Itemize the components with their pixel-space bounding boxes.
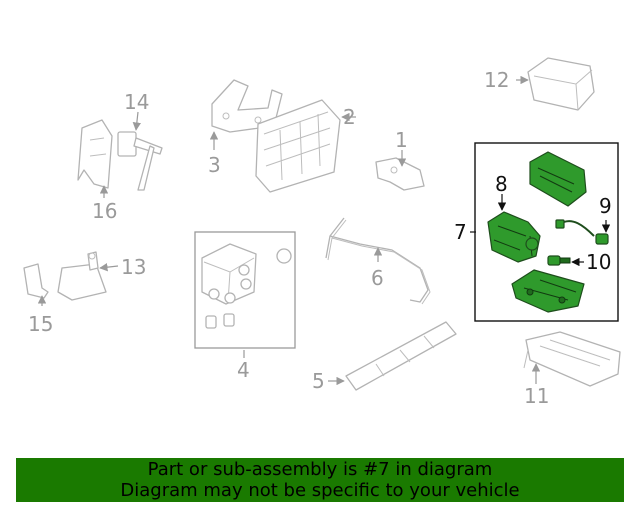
callout-11[interactable]: 11 [524,384,549,408]
part-7-cover[interactable] [529,151,587,207]
part-2-module[interactable] [255,99,341,193]
notice-banner: Part or sub-assembly is #7 in diagram Di… [16,458,624,502]
part-12-cover[interactable] [527,57,595,111]
callout-2[interactable]: 2 [343,105,356,129]
part-10-fitting[interactable] [547,255,571,266]
part-13-link[interactable] [57,251,107,301]
callout-15[interactable]: 15 [28,312,53,336]
part-3-bracket[interactable] [211,79,283,133]
banner-line-1: Part or sub-assembly is #7 in diagram [147,459,493,480]
callout-4[interactable]: 4 [237,358,250,382]
part-1-bracket[interactable] [375,157,425,191]
part-6-pipe[interactable] [325,217,429,303]
callout-9[interactable]: 9 [599,194,612,218]
callout-10[interactable]: 10 [586,250,611,274]
part-4-box [194,231,296,349]
callout-6[interactable]: 6 [371,266,384,290]
callout-8[interactable]: 8 [495,172,508,196]
part-11-bracket[interactable] [523,331,621,387]
part-15-clip[interactable] [23,263,49,299]
part-5-cylinder[interactable] [345,321,457,391]
callout-3[interactable]: 3 [208,153,221,177]
callout-5[interactable]: 5 [312,369,325,393]
parts-diagram: 12 14 16 3 2 1 15 13 [23,57,621,408]
callout-16[interactable]: 16 [92,199,117,223]
callout-7[interactable]: 7 [454,220,467,244]
part-9-sensor[interactable] [555,219,609,245]
part-7-tray[interactable] [511,269,585,313]
part-4-valve-block[interactable] [201,243,292,329]
callout-14[interactable]: 14 [124,90,149,114]
callout-13[interactable]: 13 [121,255,146,279]
part-16-bracket[interactable] [77,119,113,189]
part-14-sensor[interactable] [117,131,163,191]
callout-12[interactable]: 12 [484,68,509,92]
callout-1[interactable]: 1 [395,128,408,152]
banner-line-2: Diagram may not be specific to your vehi… [120,480,520,501]
part-8-compressor[interactable] [487,211,541,263]
